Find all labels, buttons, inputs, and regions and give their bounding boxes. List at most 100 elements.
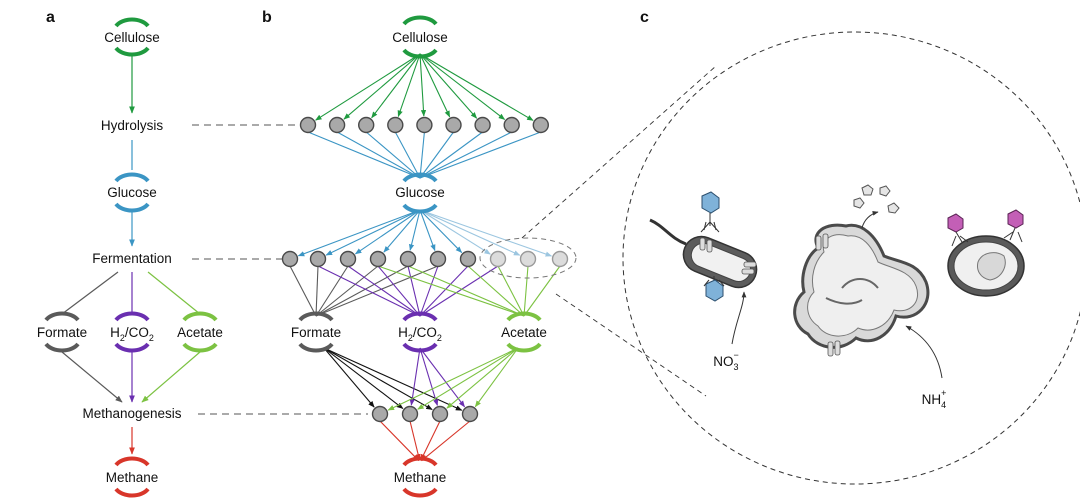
edge-hydrolysis-glucose	[419, 131, 454, 179]
methane-label: Methane	[106, 470, 159, 485]
hydrolysis-node	[445, 116, 462, 134]
edge-fermentation-formate	[315, 265, 439, 317]
edge-glucose-fermentation	[354, 209, 421, 255]
b-glucose-bracket-bottom	[402, 203, 438, 214]
fermentation-node	[459, 250, 477, 268]
hydrolysis-node	[503, 116, 520, 134]
cellulose-label: Cellulose	[104, 30, 160, 45]
edge-hydrolysis-glucose	[394, 131, 421, 179]
edge-cellulose-hydrolysis	[419, 53, 478, 119]
h2co2-bracket-bottom	[114, 342, 150, 353]
b-methane-bracket-top	[402, 456, 438, 467]
edge-fermentation-acetate	[497, 265, 525, 317]
edge-fermentation-formate	[315, 265, 409, 317]
edge-acetate-methanogen	[387, 347, 519, 411]
b-acetate-bracket-top	[506, 311, 542, 322]
cluster-inner	[807, 234, 918, 337]
b-formate-label: Formate	[291, 325, 341, 340]
formate-bracket-top	[44, 311, 80, 322]
edge-formate-methanogen	[323, 347, 433, 411]
edge-hydrolysis-glucose	[336, 131, 421, 179]
edge-fermentation-h2co2	[419, 265, 499, 317]
edge-hydrolysis-glucose	[419, 131, 483, 179]
glucose-bracket-top	[114, 172, 150, 183]
edge-cellulose-hydrolysis	[371, 53, 421, 119]
hydrolysis-node	[358, 116, 375, 134]
edge-glucose-fermentation	[419, 209, 436, 252]
particle-3	[853, 197, 865, 209]
edge-hydrolysis-glucose	[419, 131, 541, 179]
edge-fermentation-formate	[289, 265, 317, 317]
b-methane-bracket-bottom	[402, 487, 438, 498]
flagellum	[649, 218, 687, 246]
glucose-label: Glucose	[107, 185, 157, 200]
b-glucose-bracket-top	[402, 172, 438, 183]
edge-methanogen-methane	[379, 420, 420, 462]
edge-glucose-fermentation	[408, 209, 421, 251]
hydrolysis-node	[532, 116, 549, 134]
edge-cellulose-hydrolysis	[419, 53, 506, 120]
edge-h2co2-methanogen	[419, 347, 466, 408]
methanogen-node	[461, 405, 479, 423]
edge-formate-methanogen	[323, 347, 404, 409]
methanogen-node	[431, 405, 449, 423]
edge-fermentation-h2co2	[419, 265, 439, 317]
edge-hydrolysis-glucose	[419, 131, 425, 179]
edge-cellulose-hydrolysis	[419, 53, 534, 121]
edge-fermentation-acetate	[467, 265, 525, 317]
edge-formate-methanogen	[323, 347, 463, 411]
nitrate-label: NO3−	[713, 350, 739, 372]
particle-2	[879, 185, 891, 197]
acetate-label: Acetate	[177, 325, 223, 340]
edge-fermentation-acetate	[377, 265, 525, 317]
hydrolysis-node	[387, 116, 404, 134]
release-arrow	[861, 210, 879, 229]
edge-fermentation-h2co2	[347, 265, 421, 317]
edge-fermentation-h2co2	[377, 265, 421, 317]
b-cellulose-bracket-top	[402, 15, 438, 26]
edge-acetate-methanogen	[446, 347, 519, 409]
highlight-ellipse	[479, 237, 577, 279]
b-formate-bracket-top	[298, 311, 334, 322]
lysed-cell	[947, 209, 1025, 297]
edge-fermentation-acetate	[523, 265, 561, 317]
phage-head-bottom	[705, 279, 724, 302]
edge-glucose-fermentation	[419, 209, 491, 255]
edge-fermentation-formate	[315, 265, 319, 317]
dividing-cell-cluster	[793, 184, 930, 357]
ammonium-arrow	[905, 325, 943, 379]
edge-cellulose-hydrolysis	[419, 53, 451, 118]
phage-purple-left	[947, 213, 964, 233]
edge-glucose-fermentation	[383, 209, 421, 253]
b-acetate-bracket-bottom	[506, 342, 542, 353]
edge-methanogen-methane	[420, 420, 441, 461]
methanogenesis-label: Methanogenesis	[82, 406, 181, 421]
particle-1	[861, 184, 874, 196]
edge-hydrolysis-glucose	[365, 131, 421, 179]
edge-glucose-fermentation	[325, 209, 421, 256]
fermentation-node	[281, 250, 299, 268]
edge-acetate-methanogen	[474, 347, 519, 408]
zoom-line-top	[521, 65, 717, 239]
cellulose-bracket-top	[114, 17, 150, 28]
particle-4	[887, 202, 900, 214]
formate-bracket-bottom	[44, 342, 80, 353]
fermentation-node	[489, 250, 507, 268]
b-methane-label: Methane	[394, 470, 447, 485]
b-glucose-label: Glucose	[395, 185, 445, 200]
edge-h2co2-methanogen	[419, 347, 439, 407]
fermentation-node	[551, 250, 569, 268]
fermentation-node	[309, 250, 327, 268]
methanogen-node	[401, 405, 419, 423]
cellulose-bracket-bottom	[114, 46, 150, 57]
edge-fermentation-acetate	[523, 265, 529, 317]
hydrolysis-node	[474, 116, 491, 134]
network-edges	[289, 53, 561, 462]
panel-label-b: b	[262, 9, 272, 26]
methanogen-node	[371, 405, 389, 423]
edge-h2co2-methanogen	[409, 347, 421, 406]
phage-purple-right	[1007, 209, 1024, 229]
hydrolysis-node	[416, 116, 433, 134]
methane-bracket-bottom	[114, 487, 150, 498]
